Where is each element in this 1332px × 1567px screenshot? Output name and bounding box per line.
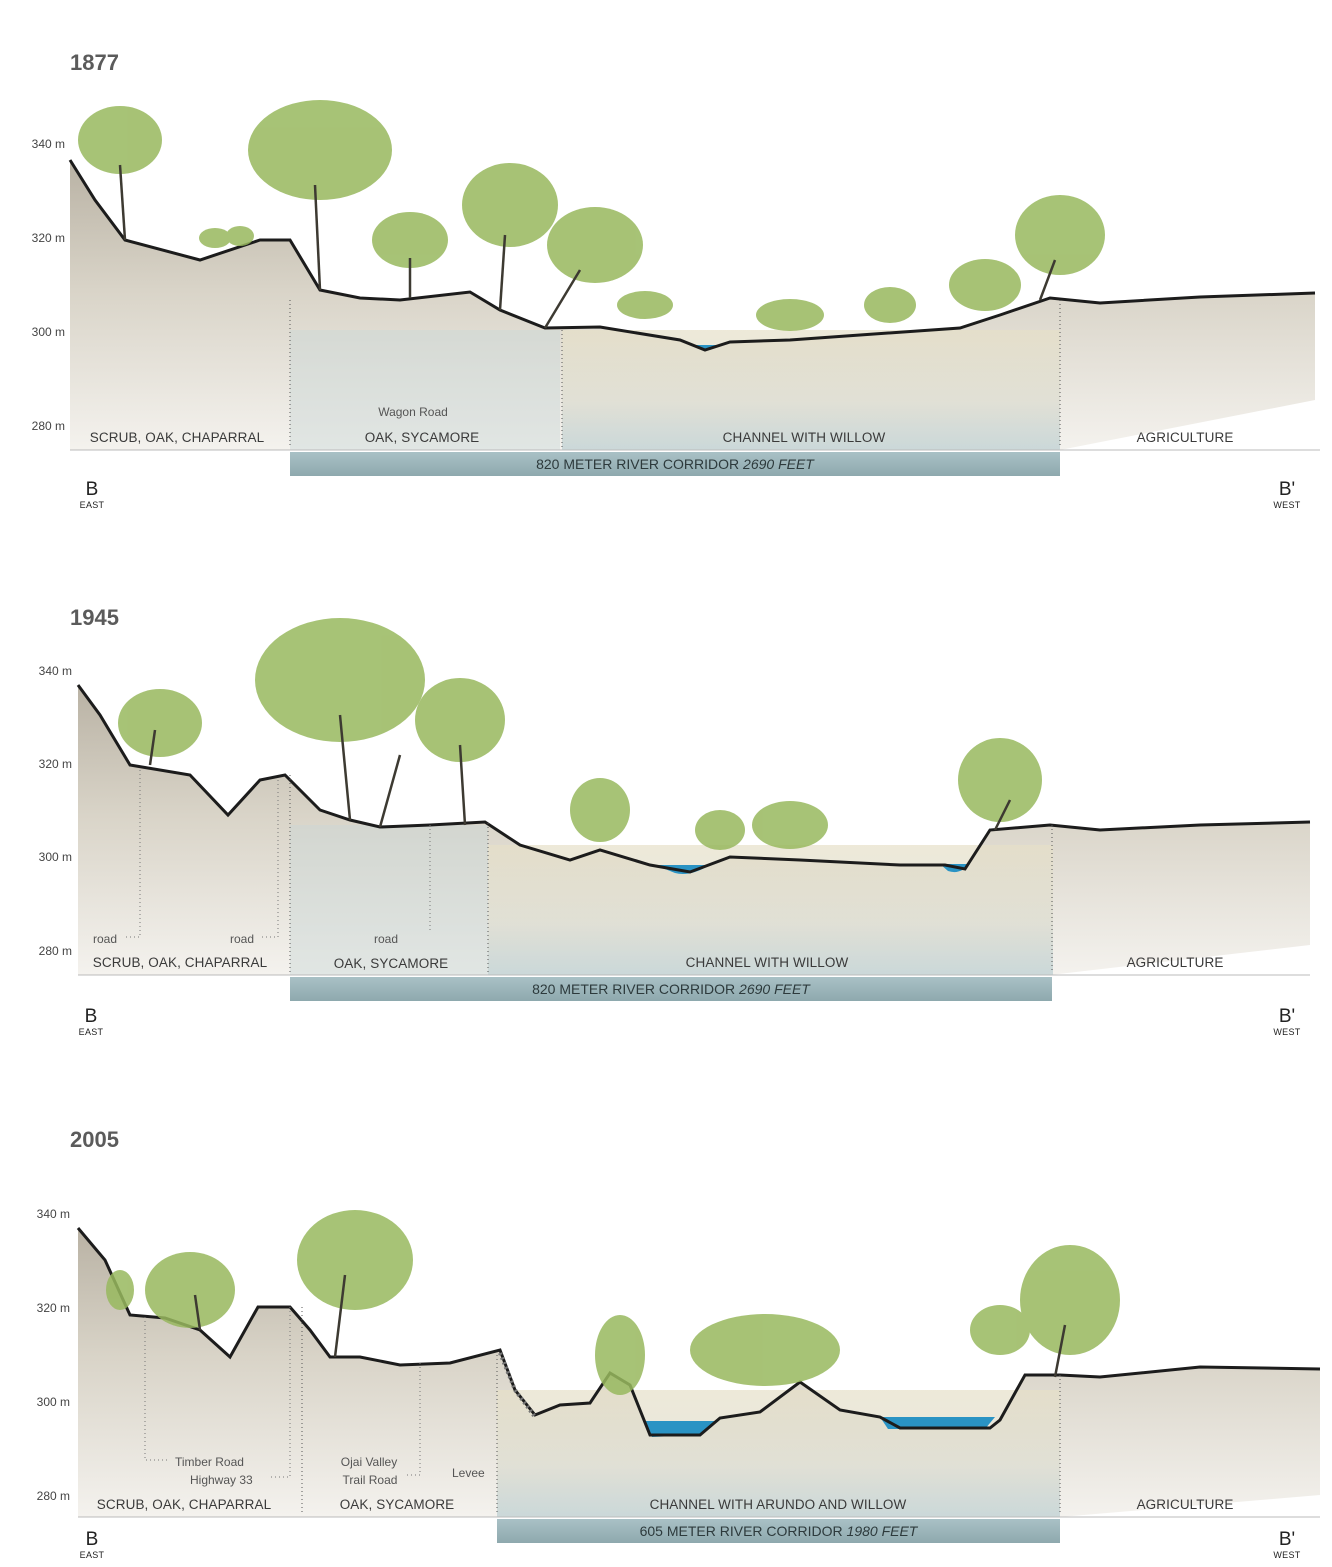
section-1945-profile	[76, 618, 1311, 976]
elevation-label: 340 m	[38, 664, 72, 678]
note-trail-road: Trail Road	[342, 1473, 398, 1487]
note-road: road	[93, 932, 118, 946]
section-2005-profile	[76, 1210, 1321, 1518]
elevation-label: 320 m	[36, 1301, 70, 1315]
trees-1877	[78, 100, 1105, 331]
endpoint-b-prime: B' WEST	[1270, 479, 1304, 511]
ground-line	[76, 684, 1311, 874]
section-1877-profile	[68, 100, 1320, 451]
road-leader	[262, 780, 279, 938]
elevation-label: 320 m	[38, 757, 72, 771]
endpoint-label: B	[85, 1529, 99, 1550]
elevation-label: 320 m	[31, 231, 65, 245]
note-wagon-road: Wagon Road	[378, 405, 448, 419]
zone-label: AGRICULTURE	[1136, 430, 1234, 445]
endpoint-label: B'	[1278, 479, 1296, 500]
year-label: 1945	[70, 605, 119, 630]
tree-trunks-1877	[118, 164, 1057, 329]
elevation-label: 300 m	[38, 850, 72, 864]
elevation-label: 340 m	[31, 137, 65, 151]
section-1945: 1945 340 m 320 m 300 m 280 m road road r…	[0, 525, 1332, 1045]
corridor-feet: 2690 FEET	[743, 456, 814, 472]
note-road: road	[373, 932, 399, 946]
corridor-feet: 2690 FEET	[739, 981, 810, 997]
trees-1945	[118, 618, 1042, 850]
endpoint-label: B'	[1278, 1529, 1296, 1550]
corridor-band: 820 METER RIVER CORRIDOR 2690 FEET	[290, 452, 1060, 476]
corridor-label: 820 METER RIVER CORRIDOR	[532, 981, 736, 997]
corridor-tint	[290, 330, 560, 450]
corridor-tint	[290, 825, 488, 975]
corridor-label: 820 METER RIVER CORRIDOR	[536, 456, 740, 472]
zone-label: OAK, SYCAMORE	[339, 1497, 455, 1512]
zone-label: SCRUB, OAK, CHAPARRAL	[96, 1497, 272, 1512]
corridor-feet: 1980 FEET	[846, 1523, 918, 1539]
channel-fill	[497, 1390, 1060, 1517]
elevation-label: 280 m	[31, 419, 65, 433]
endpoint-b-prime: B' WEST	[1270, 1006, 1304, 1038]
elevation-label: 300 m	[31, 325, 65, 339]
endpoint-direction: EAST	[78, 1027, 104, 1037]
tree-trunks-1945	[148, 714, 1012, 831]
endpoint-label: B	[85, 479, 99, 500]
year-label: 1877	[70, 50, 119, 75]
channel-fill	[562, 330, 1060, 450]
endpoint-direction: EAST	[79, 1550, 105, 1560]
note-road: road	[230, 932, 255, 946]
trail-road-leader	[405, 1363, 421, 1476]
note-timber-road: Timber Road	[175, 1455, 244, 1469]
ground-line	[68, 159, 1316, 352]
endpoint-b: B EAST	[78, 1529, 106, 1561]
note-levee: Levee	[452, 1466, 485, 1480]
elevation-label: 280 m	[36, 1489, 70, 1503]
zone-label: OAK, SYCAMORE	[364, 430, 480, 445]
endpoint-direction: WEST	[1273, 1550, 1301, 1560]
note-highway-33: Highway 33	[190, 1473, 253, 1487]
zone-label: CHANNEL WITH WILLOW	[685, 955, 849, 970]
endpoint-direction: WEST	[1273, 500, 1301, 510]
endpoint-direction: WEST	[1273, 1027, 1301, 1037]
tree-trunks-2005	[193, 1274, 1067, 1378]
zone-label: OAK, SYCAMORE	[333, 956, 449, 971]
corridor-band: 605 METER RIVER CORRIDOR 1980 FEET	[497, 1519, 1060, 1543]
section-2005: 2005 340 m 320 m 300 m 280 m Timber Road…	[0, 1045, 1332, 1565]
corridor-label: 605 METER RIVER CORRIDOR	[639, 1523, 843, 1539]
endpoint-direction: EAST	[79, 500, 105, 510]
zone-label: CHANNEL WITH ARUNDO AND WILLOW	[649, 1497, 907, 1512]
endpoint-b-prime: B' WEST	[1270, 1529, 1304, 1561]
zone-label: SCRUB, OAK, CHAPARRAL	[92, 955, 268, 970]
section-1877: 1877 340 m 320 m 300 m 280 m Wagon Road …	[0, 0, 1332, 520]
zone-label: AGRICULTURE	[1126, 955, 1224, 970]
water	[645, 1421, 715, 1437]
endpoint-label: B	[84, 1006, 98, 1027]
elevation-label: 300 m	[36, 1395, 70, 1409]
elevation-label: 340 m	[36, 1207, 70, 1221]
zone-label: SCRUB, OAK, CHAPARRAL	[89, 430, 265, 445]
endpoint-b: B EAST	[77, 1006, 105, 1038]
zone-label: CHANNEL WITH WILLOW	[722, 430, 886, 445]
year-label: 2005	[70, 1127, 119, 1152]
trees-2005	[106, 1210, 1120, 1395]
ground-line	[76, 1227, 1321, 1437]
zone-label: AGRICULTURE	[1136, 1497, 1234, 1512]
highway-leader	[270, 1307, 291, 1478]
corridor-band: 820 METER RIVER CORRIDOR 2690 FEET	[290, 977, 1052, 1001]
endpoint-label: B'	[1278, 1006, 1296, 1027]
endpoint-b: B EAST	[78, 479, 106, 511]
road-leader	[125, 770, 141, 938]
note-ojai-valley: Ojai Valley	[340, 1455, 398, 1469]
water	[880, 1417, 995, 1429]
elevation-label: 280 m	[38, 944, 72, 958]
